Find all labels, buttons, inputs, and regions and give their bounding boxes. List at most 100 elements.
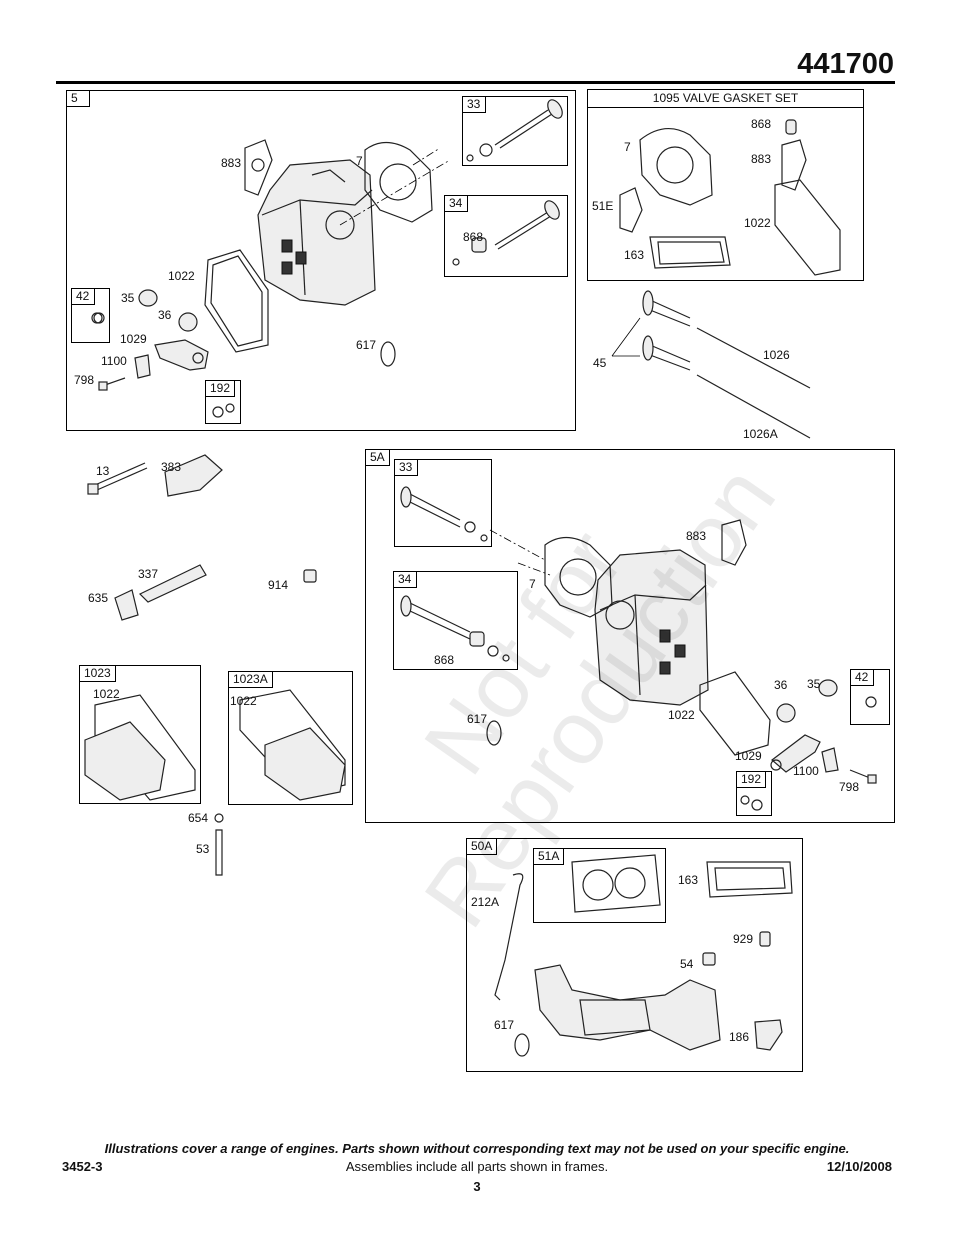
gasket-icon bbox=[571, 854, 793, 913]
frame-tag: 33 bbox=[462, 96, 486, 113]
part-label: 163 bbox=[624, 248, 645, 262]
frame-tag: 5 bbox=[66, 90, 90, 107]
part-label: 929 bbox=[733, 932, 754, 946]
part-label: 635 bbox=[88, 591, 109, 605]
frame-tag: 51A bbox=[533, 848, 565, 865]
part-label: 186 bbox=[729, 1030, 750, 1044]
cylinder-head-icon bbox=[594, 549, 709, 706]
bolt-icon bbox=[98, 377, 235, 418]
frame-33-middle: 33 bbox=[394, 459, 492, 547]
frame-tag: 33 bbox=[394, 459, 418, 476]
part-label: 914 bbox=[268, 578, 289, 592]
cylinder-head-icon bbox=[257, 159, 376, 306]
part-label: 337 bbox=[138, 567, 159, 581]
part-label: 54 bbox=[680, 957, 694, 971]
rocker-arm-icon bbox=[770, 734, 839, 773]
frame-tag: 5A bbox=[365, 449, 390, 466]
spark-plug-icon bbox=[114, 564, 207, 621]
frame-tag: 1023A bbox=[228, 671, 273, 688]
part-label: 1022 bbox=[230, 694, 257, 708]
frame-tag: 34 bbox=[393, 571, 417, 588]
part-label: 7 bbox=[356, 154, 363, 168]
part-label: 163 bbox=[678, 873, 699, 887]
valve-cover-icon bbox=[164, 454, 223, 497]
bolt-icon bbox=[740, 769, 877, 811]
frame-42-top: 42 bbox=[71, 288, 110, 343]
frame-1023a: 1023A bbox=[228, 671, 353, 805]
frame-title: 1095 VALVE GASKET SET bbox=[588, 90, 863, 108]
frame-34-top: 34 bbox=[444, 195, 568, 277]
bolt-icon bbox=[87, 462, 317, 583]
spring-icon bbox=[91, 289, 198, 332]
part-label: 1022 bbox=[168, 269, 195, 283]
push-rod-icon bbox=[611, 290, 811, 439]
part-label: 383 bbox=[161, 460, 182, 474]
frame-tag: 1023 bbox=[79, 665, 116, 682]
frame-5a: 5A bbox=[365, 449, 895, 823]
frame-tag: 192 bbox=[205, 380, 236, 397]
part-label: 7 bbox=[624, 140, 631, 154]
part-label: 868 bbox=[463, 230, 484, 244]
part-label: 13 bbox=[96, 464, 110, 478]
exhaust-manifold-icon bbox=[494, 873, 721, 1057]
gasket-icon bbox=[204, 139, 433, 353]
valve-cover-icon bbox=[84, 689, 346, 801]
part-label: 7 bbox=[529, 577, 536, 591]
frame-tag: 50A bbox=[466, 838, 498, 855]
frame-42-middle: 42 bbox=[850, 669, 890, 725]
frame-tag: 192 bbox=[736, 771, 767, 788]
spring-icon bbox=[776, 679, 877, 723]
part-label: 36 bbox=[158, 308, 172, 322]
part-label: 1026A bbox=[743, 427, 778, 441]
part-label: 1022 bbox=[744, 216, 771, 230]
part-label: 1029 bbox=[120, 332, 147, 346]
rocker-arm-icon bbox=[134, 339, 209, 379]
part-label: 868 bbox=[434, 653, 455, 667]
part-label: 798 bbox=[74, 373, 95, 387]
frame-33-top: 33 bbox=[462, 96, 568, 166]
part-label: 883 bbox=[221, 156, 242, 170]
footer-assemblies: Assemblies include all parts shown in fr… bbox=[345, 1159, 609, 1174]
valve-icon bbox=[400, 486, 510, 662]
part-label: 798 bbox=[839, 780, 860, 794]
part-label: 617 bbox=[494, 1018, 515, 1032]
part-label: 868 bbox=[751, 117, 772, 131]
footer-code: 3452-3 bbox=[62, 1159, 103, 1174]
model-number: 441700 bbox=[797, 48, 894, 80]
part-label: 1100 bbox=[793, 764, 819, 778]
part-label: 1026 bbox=[763, 348, 790, 362]
part-label: 36 bbox=[774, 678, 788, 692]
frame-50a: 50A bbox=[466, 838, 803, 1072]
footer-date: 12/10/2008 bbox=[826, 1159, 892, 1174]
part-label: 883 bbox=[686, 529, 707, 543]
page-number: 3 bbox=[473, 1179, 481, 1194]
o-ring-icon bbox=[93, 312, 396, 367]
valve-icon bbox=[452, 99, 563, 266]
part-label: 212A bbox=[471, 895, 500, 909]
part-label: 45 bbox=[593, 356, 607, 370]
part-label: 617 bbox=[356, 338, 377, 352]
part-label: 617 bbox=[467, 712, 488, 726]
frame-1095-valve-gasket-set: 1095 VALVE GASKET SET bbox=[587, 89, 864, 281]
part-label: 654 bbox=[188, 811, 209, 825]
frame-51a: 51A bbox=[533, 848, 666, 923]
part-label: 883 bbox=[751, 152, 772, 166]
part-label: 35 bbox=[807, 677, 821, 691]
footer-note: Illustrations cover a range of engines. … bbox=[104, 1141, 850, 1156]
part-label: 1100 bbox=[101, 354, 127, 368]
part-label: 53 bbox=[196, 842, 210, 856]
part-label: 51E bbox=[592, 199, 614, 213]
bolt-icon bbox=[214, 813, 224, 876]
part-label: 1029 bbox=[735, 749, 762, 763]
frame-tag: 34 bbox=[444, 195, 468, 212]
frame-tag: 42 bbox=[850, 669, 874, 686]
part-label: 35 bbox=[121, 291, 135, 305]
header-rule bbox=[56, 81, 895, 84]
frame-5: 5 bbox=[66, 90, 576, 431]
gasket-icon bbox=[486, 519, 771, 756]
frame-1023: 1023 bbox=[79, 665, 201, 804]
frame-192-top: 192 bbox=[205, 380, 241, 424]
part-label: 1022 bbox=[93, 687, 120, 701]
frame-34-middle: 34 bbox=[393, 571, 518, 670]
